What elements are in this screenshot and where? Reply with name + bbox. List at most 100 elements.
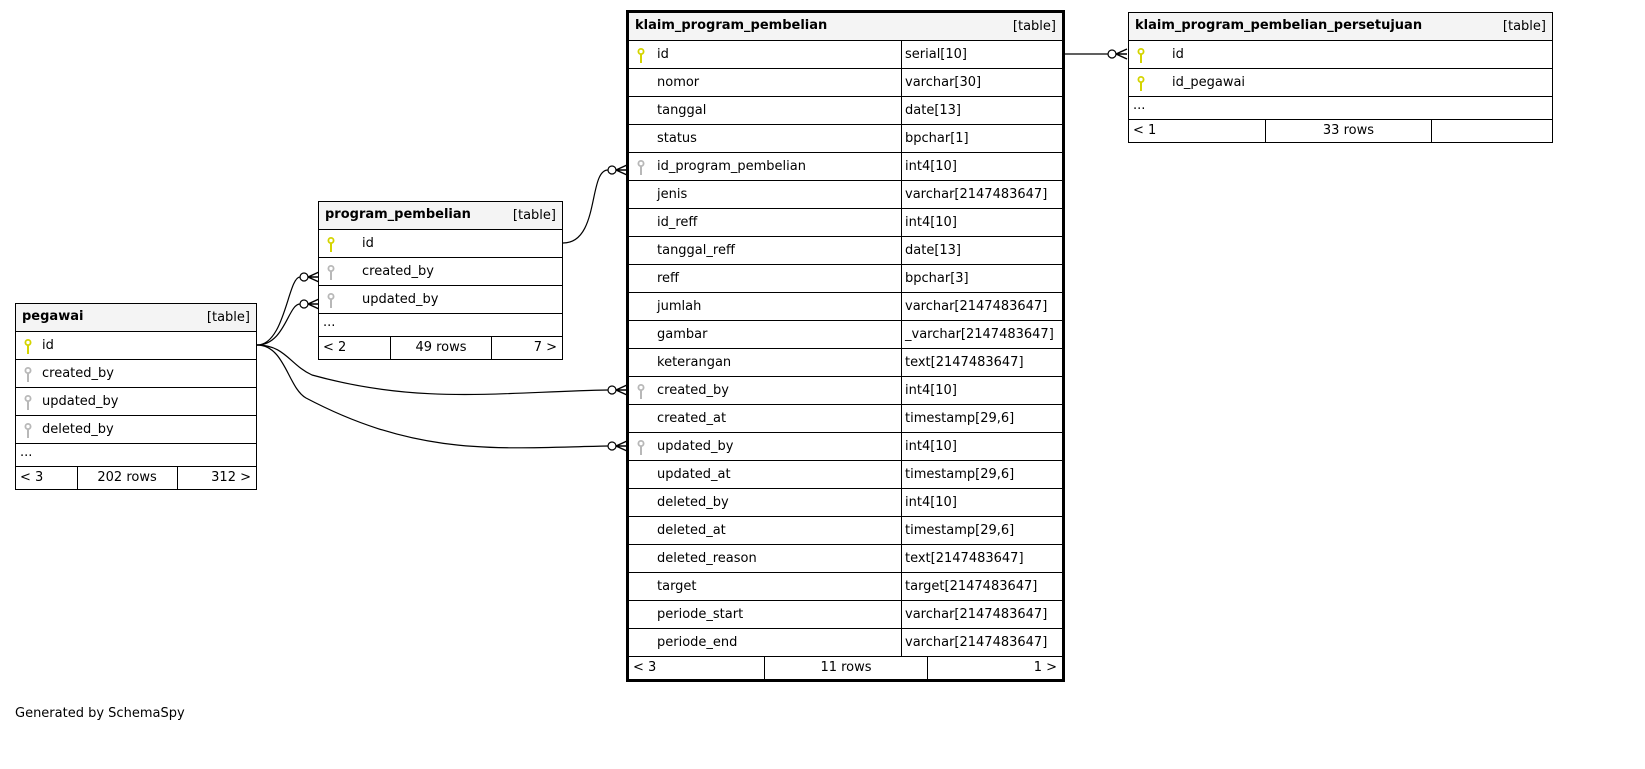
edge-program-pembelian-klaim-id-program-pembelian <box>562 164 628 244</box>
column-name: deleted_at <box>657 523 726 538</box>
column-row[interactable]: created_by int4[10] <box>629 377 1062 405</box>
column-row[interactable]: jenis varchar[2147483647] <box>629 181 1062 209</box>
optional-circle-icon <box>607 385 617 395</box>
column-type: int4[10] <box>901 153 1062 180</box>
column-row[interactable]: id <box>1129 41 1552 69</box>
column-row[interactable]: created_by <box>16 360 256 388</box>
optional-circle-icon <box>299 299 309 309</box>
column-name: deleted_reason <box>657 551 757 566</box>
child-count <box>1432 120 1552 142</box>
primary-key-icon <box>1137 48 1145 64</box>
foreign-key-icon <box>637 440 645 456</box>
column-name: nomor <box>657 75 700 90</box>
table-header: program_pembelian[table] <box>319 202 562 230</box>
column-type: int4[10] <box>901 433 1062 460</box>
column-name: target <box>657 579 697 594</box>
more-columns-indicator: ... <box>319 314 562 337</box>
column-row[interactable]: updated_by <box>16 388 256 416</box>
column-row[interactable]: deleted_by <box>16 416 256 444</box>
column-name: deleted_by <box>42 422 114 437</box>
column-row[interactable]: id <box>16 332 256 360</box>
column-row[interactable]: id_reff int4[10] <box>629 209 1062 237</box>
edge-pegawai-klaim-created-by <box>256 344 628 396</box>
column-name: id_pegawai <box>1172 75 1246 90</box>
primary-key-icon <box>24 339 32 355</box>
column-row[interactable]: updated_by <box>319 286 562 314</box>
column-name: periode_end <box>657 635 738 650</box>
optional-circle-icon <box>607 165 617 175</box>
column-name: id_reff <box>657 215 698 230</box>
crows-foot-many-icon <box>307 298 320 310</box>
column-name: status <box>657 131 697 146</box>
child-count: 7 > <box>533 340 557 355</box>
row-count: 33 rows <box>1266 120 1432 142</box>
column-row[interactable]: updated_at timestamp[29,6] <box>629 461 1062 489</box>
edge-pegawai-program-pembelian-updated-by <box>256 298 320 346</box>
edge-pegawai-klaim-updated-by <box>256 344 628 452</box>
column-type: varchar[2147483647] <box>901 181 1062 208</box>
crows-foot-many-icon <box>615 164 628 176</box>
child-count: 1 > <box>1033 660 1057 675</box>
column-row[interactable]: deleted_at timestamp[29,6] <box>629 517 1062 545</box>
column-type: timestamp[29,6] <box>901 461 1062 488</box>
column-row[interactable]: id <box>319 230 562 258</box>
parent-count: < 3 <box>629 657 766 679</box>
table-name: klaim_program_pembelian <box>635 18 828 33</box>
column-row[interactable]: deleted_reason text[2147483647] <box>629 545 1062 573</box>
optional-circle-icon <box>299 272 309 282</box>
column-type: text[2147483647] <box>901 545 1062 572</box>
table-type-label: [table] <box>512 208 556 223</box>
column-name: id_program_pembelian <box>657 159 806 174</box>
primary-key-icon <box>1137 76 1145 92</box>
table-klaim-program-pembelian-persetujuan[interactable]: klaim_program_pembelian_persetujuan[tabl… <box>1128 12 1553 143</box>
column-row[interactable]: id_pegawai <box>1129 69 1552 97</box>
foreign-key-icon <box>637 160 645 176</box>
column-type: serial[10] <box>901 41 1062 68</box>
column-name: created_by <box>657 383 729 398</box>
table-name: pegawai <box>22 309 84 324</box>
column-type: varchar[2147483647] <box>901 293 1062 320</box>
foreign-key-icon <box>24 395 32 411</box>
generated-by-label: Generated by SchemaSpy <box>15 706 185 721</box>
foreign-key-icon <box>24 367 32 383</box>
table-type-label: [table] <box>1012 19 1056 34</box>
column-name: tanggal_reff <box>657 243 735 258</box>
column-name: updated_at <box>657 467 731 482</box>
column-type: int4[10] <box>901 377 1062 404</box>
column-row[interactable]: gambar_varchar[2147483647] <box>629 321 1062 349</box>
row-count: 202 rows <box>78 467 178 489</box>
column-name: gambar <box>657 327 708 342</box>
edge-pegawai-program-pembelian-created-by <box>256 271 320 346</box>
table-header: klaim_program_pembelian_persetujuan[tabl… <box>1129 13 1552 41</box>
optional-circle-icon <box>1107 49 1117 59</box>
column-type: timestamp[29,6] <box>901 517 1062 544</box>
column-name: jenis <box>657 187 688 202</box>
column-name: deleted_by <box>657 495 729 510</box>
column-row[interactable]: created_by <box>319 258 562 286</box>
column-row[interactable]: id_program_pembelian int4[10] <box>629 153 1062 181</box>
parent-count: < 3 <box>16 467 78 489</box>
more-columns-indicator: ... <box>16 444 256 467</box>
column-type: int4[10] <box>901 209 1062 236</box>
column-type: timestamp[29,6] <box>901 405 1062 432</box>
